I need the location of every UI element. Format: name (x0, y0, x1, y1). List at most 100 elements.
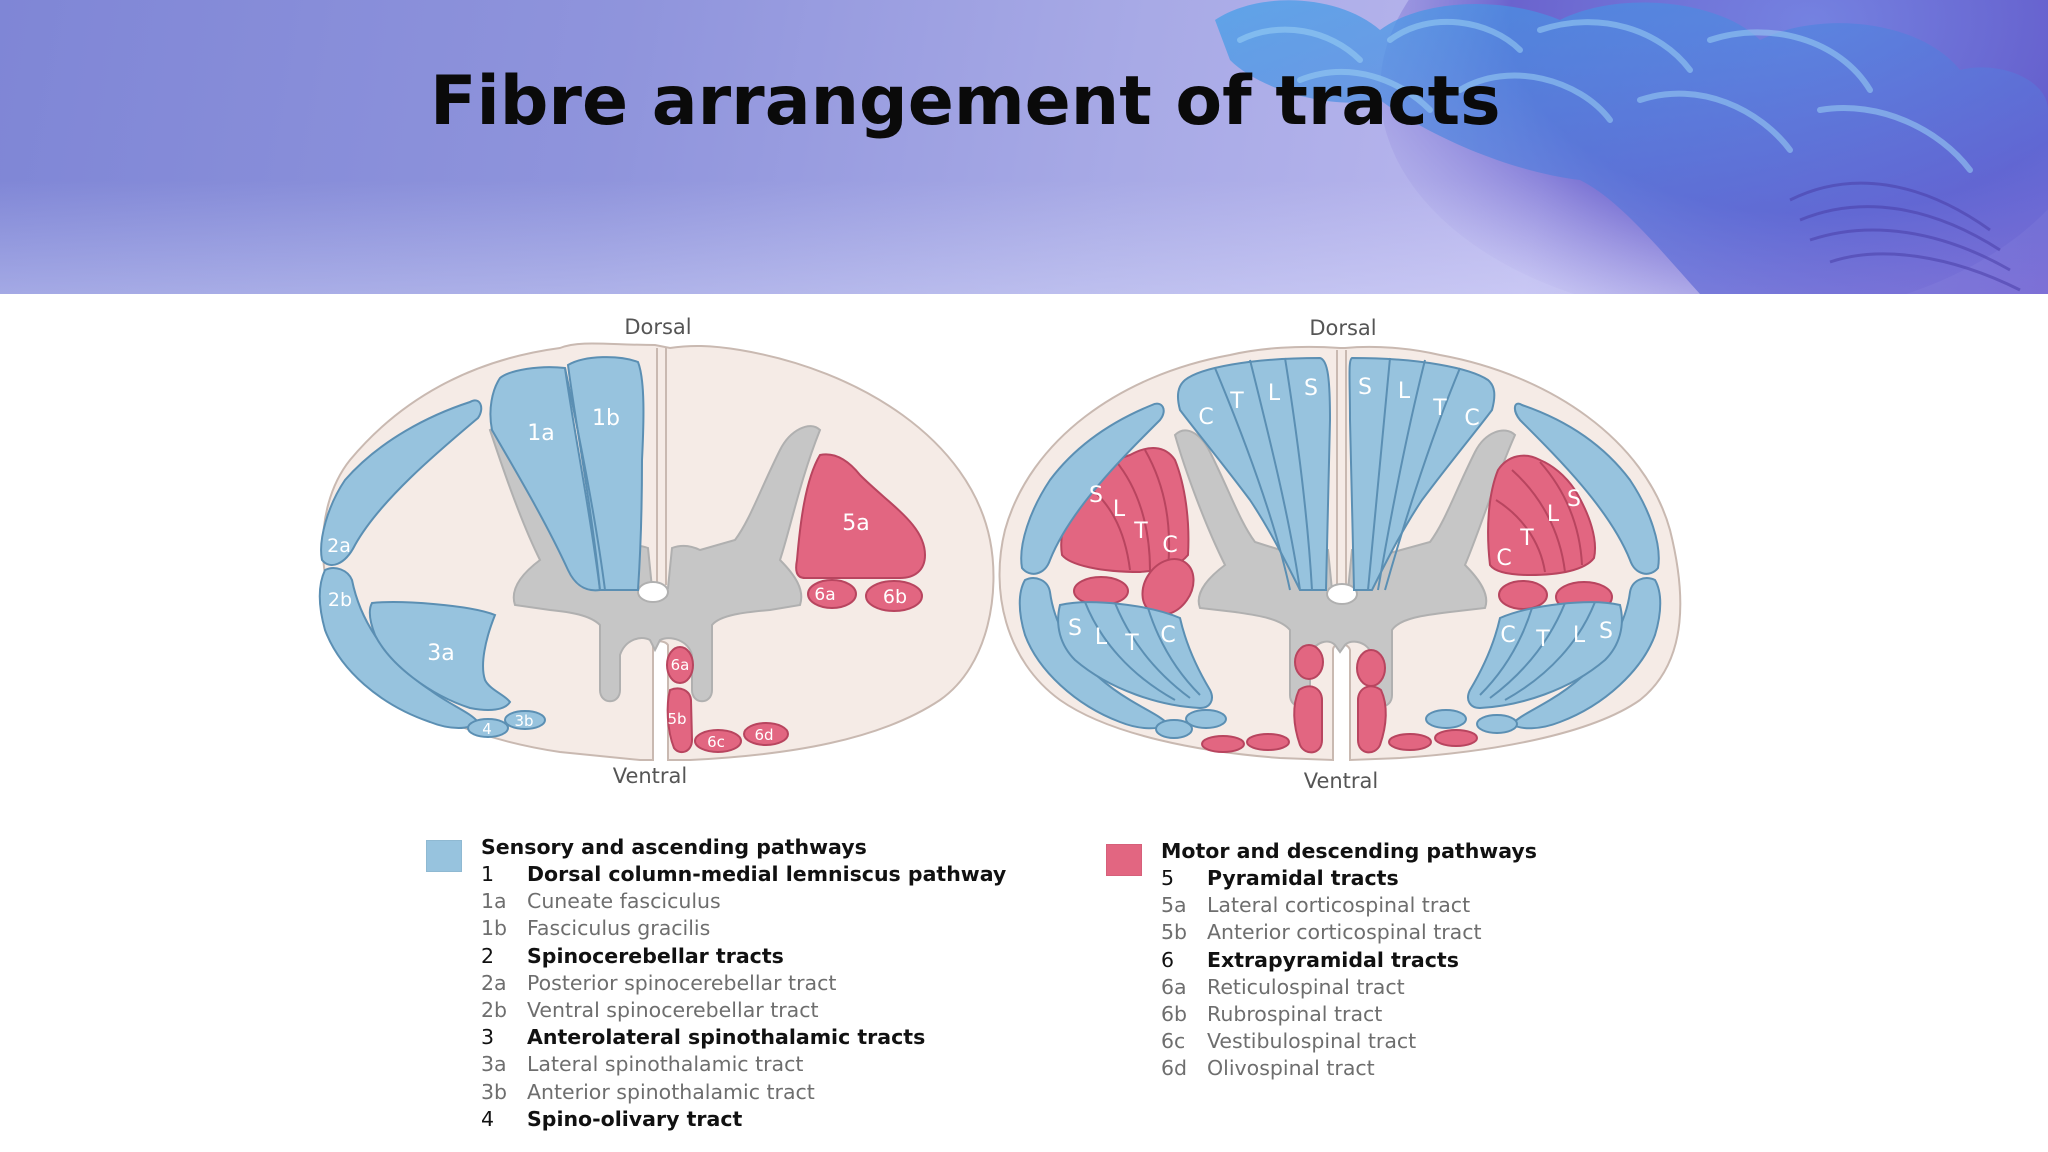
tract-6b (865, 580, 923, 612)
right-dorsal-label: Dorsal (1309, 316, 1376, 340)
legend-item-label: Spinocerebellar tracts (527, 943, 784, 968)
lam-dr-l: L (1398, 379, 1411, 404)
lam-dr-s: S (1358, 375, 1372, 400)
label-5b: 5b (667, 710, 686, 728)
lam-lr-c: C (1496, 546, 1511, 571)
legend-motor-heading: Motor and descending pathways (1161, 839, 1537, 863)
label-2b: 2b (328, 589, 352, 611)
label-6d: 6d (754, 726, 773, 744)
tract-1b (566, 356, 645, 591)
tract-5a (795, 453, 927, 579)
legend-item-code: 3 (481, 1025, 495, 1050)
lam-vl-l: L (1095, 625, 1108, 650)
legend-item-label: Posterior spinocerebellar tract (527, 970, 837, 995)
legend-item-label: Anterior corticospinal tract (1207, 920, 1482, 945)
lam-vl-c: C (1160, 623, 1175, 648)
lam-ll-s: S (1089, 483, 1103, 508)
left-dorsal-label: Dorsal (624, 315, 691, 339)
legend-motor: Motor and descending pathways 5 Pyramidal… (1106, 838, 1666, 1098)
right-reticulospinal-right (1498, 580, 1548, 610)
legend-item-code: 1 (481, 862, 495, 886)
lam-vr-s: S (1599, 619, 1613, 644)
legend-sensory-swatch (426, 840, 462, 872)
lam-ll-l: L (1113, 497, 1126, 522)
left-cross-section: 1a 1b 2a 2b 3a 3b 4 5a 6a 6b 6a 5b 6c 6d… (318, 315, 995, 788)
label-1b: 1b (592, 406, 620, 431)
right-spinocerebellar-left (1020, 402, 1165, 575)
lam-dl-t: T (1229, 389, 1244, 414)
label-1a: 1a (527, 421, 554, 446)
label-2a: 2a (327, 535, 351, 557)
legend-item-code: 3b (481, 1079, 508, 1104)
legend-item-code: 6a (1161, 974, 1187, 999)
legend-sensory-heading: Sensory and ascending pathways (481, 835, 867, 859)
legend-item-label: Lateral corticospinal tract (1207, 893, 1471, 918)
legend-item-code: 4 (481, 1106, 495, 1131)
lam-lr-t: T (1519, 526, 1534, 551)
lam-dr-t: T (1432, 396, 1447, 421)
right-dorsal-column-left (1176, 356, 1332, 591)
header-banner (0, 0, 2048, 294)
tract-6d (743, 722, 789, 746)
lam-ll-c: C (1162, 533, 1177, 558)
lam-vl-t: T (1124, 631, 1139, 656)
tract-2a (320, 399, 483, 566)
right-spinothalamic-left (1057, 601, 1213, 710)
right-cross-section: C T L S S L T C S L T C S L T C S L T C … (998, 316, 1682, 793)
legend-item-label: Extrapyramidal tracts (1207, 947, 1459, 972)
tract-5b (666, 687, 694, 754)
legend-item-label: Anterior spinothalamic tract (527, 1079, 815, 1104)
legend-item-code: 6 (1161, 947, 1175, 972)
legend-item-label: Fasciculus gracilis (527, 916, 711, 941)
label-3a: 3a (427, 641, 454, 666)
legend-item-code: 5a (1161, 893, 1187, 918)
lam-vr-l: L (1573, 623, 1586, 648)
lam-dl-s: S (1304, 376, 1318, 401)
label-6a-lateral: 6a (814, 585, 835, 605)
lam-vl-s: S (1068, 616, 1082, 641)
tract-3b (504, 710, 546, 730)
right-dorsal-column-right (1348, 356, 1496, 591)
label-6c: 6c (707, 733, 725, 751)
label-6b: 6b (883, 586, 907, 608)
legend-item-code: 2b (481, 997, 508, 1022)
right-ventral-label: Ventral (1304, 769, 1379, 793)
tract-4 (467, 718, 509, 738)
tract-6a-ventral (666, 646, 694, 684)
slide-title: Fibre arrangement of tracts (430, 62, 1501, 141)
label-3b: 3b (514, 712, 533, 730)
lam-lr-s: S (1567, 487, 1581, 512)
tract-6a-lateral (807, 579, 857, 609)
legend-item-code: 3a (481, 1052, 507, 1077)
legend-item-label: Anterolateral spinothalamic tracts (527, 1025, 926, 1050)
legend-item-label: Reticulospinal tract (1207, 974, 1405, 999)
lam-dr-c: C (1464, 406, 1479, 431)
legend-item-code: 6b (1161, 1001, 1188, 1026)
lam-dl-c: C (1198, 405, 1213, 430)
legend-item-label: Pyramidal tracts (1207, 866, 1399, 890)
brain-illustration (1215, 0, 2048, 294)
legend-item-code: 6d (1161, 1056, 1188, 1081)
right-rubrospinal-left (1073, 576, 1129, 606)
lam-vr-c: C (1500, 623, 1515, 648)
legend-item-label: Rubrospinal tract (1207, 1001, 1383, 1026)
legend-item-code: 2a (481, 970, 507, 995)
legend-item-code: 5b (1161, 920, 1188, 945)
legend-item-code: 1b (481, 916, 508, 941)
left-cord-outline (321, 342, 995, 761)
tract-1a (489, 366, 602, 592)
legend-item-label: Ventral spinocerebellar tract (527, 997, 819, 1022)
right-spinothalamic-right (1467, 601, 1623, 710)
legend-item-code: 5 (1161, 866, 1175, 890)
right-spinocerebellar-right (1514, 402, 1660, 575)
tract-3a (368, 601, 512, 711)
legend-item-code: 6c (1161, 1029, 1186, 1054)
label-6a-ventral: 6a (671, 656, 690, 674)
lam-vr-t: T (1535, 627, 1550, 652)
label-4: 4 (482, 720, 492, 738)
legend-item-label: Vestibulospinal tract (1207, 1029, 1417, 1054)
legend-item-code: 1a (481, 889, 507, 914)
legend-motor-swatch (1106, 844, 1142, 876)
legend-item-label: Olivospinal tract (1207, 1056, 1375, 1081)
